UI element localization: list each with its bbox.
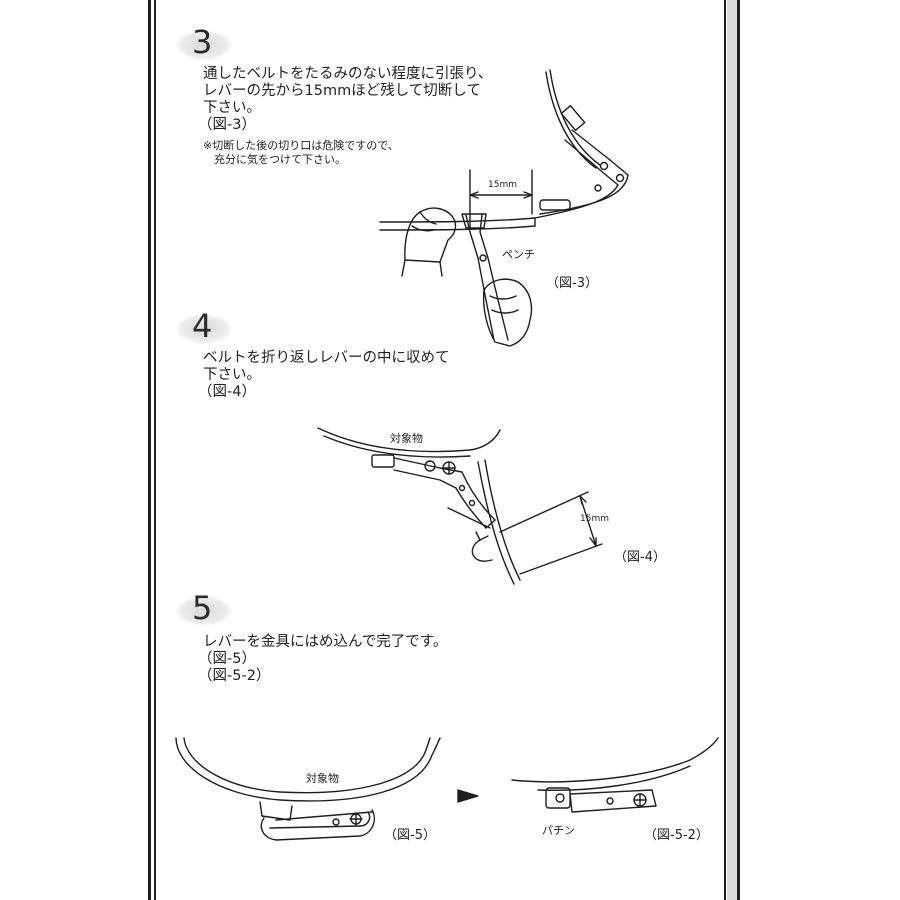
fig4-fold-illustration bbox=[317, 427, 603, 585]
sequence-arrow-icon bbox=[457, 789, 479, 803]
step-3-note-1: ※切断した後の切り口は危険ですので、 bbox=[203, 139, 399, 152]
fig4-dimension-label: 15mm bbox=[580, 514, 609, 524]
step-4-badge-bg bbox=[176, 314, 232, 344]
fig3-tool-label: ペンチ bbox=[502, 248, 535, 261]
fig5-caption: （図-5） bbox=[384, 828, 436, 843]
fig5-2-sound-label: パチン bbox=[542, 824, 575, 837]
step-5-line-1: レバーを金具にはめ込んで完了です。 bbox=[203, 634, 448, 650]
step-5-number: 5 bbox=[192, 589, 213, 627]
fig3-caption: （図-3） bbox=[546, 276, 598, 291]
step-4-line-1: ベルトを折り返しレバーの中に収めて bbox=[203, 350, 450, 366]
fig5-2-caption: （図-5-2） bbox=[644, 828, 709, 843]
step-4-number: 4 bbox=[192, 307, 213, 345]
left-frame-border bbox=[128, 0, 162, 900]
fig5-2-detail-illustration bbox=[511, 737, 719, 813]
step-5-badge-bg bbox=[176, 596, 232, 626]
step-4-line-2: 下さい。 bbox=[203, 367, 261, 383]
fig3-lever-illustration bbox=[379, 69, 629, 347]
step-3-line-4: （図-3） bbox=[198, 117, 256, 133]
fig5-closed-illustration bbox=[175, 737, 441, 841]
step-3-line-2: レバーの先から15mmほど残して切断して bbox=[203, 83, 481, 99]
step-3-line-3: 下さい。 bbox=[203, 100, 261, 116]
step-3-line-1: 通したベルトをたるみのない程度に引張り、 bbox=[203, 66, 493, 82]
fig4-caption: （図-4） bbox=[614, 550, 666, 565]
step-5-line-3: （図-5-2） bbox=[198, 668, 271, 684]
step-3-note-2: 充分に気をつけて下さい。 bbox=[214, 153, 346, 166]
fig3-dimension-label: 15mm bbox=[488, 180, 517, 190]
right-frame-border bbox=[724, 0, 758, 900]
step-4-line-3: （図-4） bbox=[198, 384, 256, 400]
step-3-number: 3 bbox=[192, 23, 213, 61]
step-5-line-2: （図-5） bbox=[198, 651, 256, 667]
fig4-object-label: 対象物 bbox=[390, 432, 423, 445]
fig5-object-label: 対象物 bbox=[306, 772, 339, 785]
step-3-badge-bg bbox=[176, 30, 232, 60]
